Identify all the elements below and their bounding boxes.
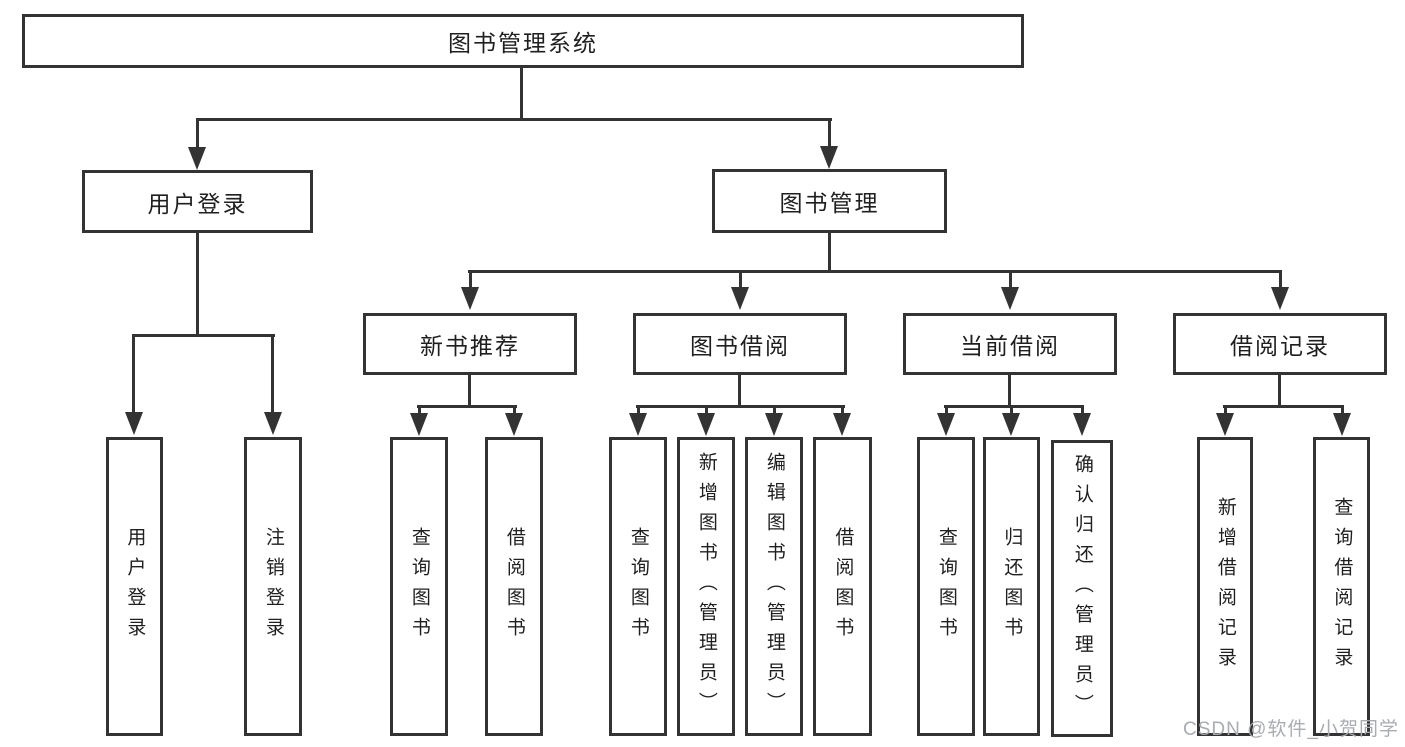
connector-line: [1009, 270, 1012, 288]
leaf-query-borrow-record: 查询借阅记录: [1313, 437, 1370, 736]
arrowhead-down: [188, 147, 206, 170]
arrowhead-down: [629, 413, 647, 436]
node-book-borrow: 图书借阅: [633, 313, 847, 375]
arrowhead-down: [1001, 287, 1019, 310]
connector-line: [945, 405, 948, 415]
connector-line: [196, 118, 199, 150]
connector-line: [468, 375, 471, 408]
leaf-borrow-books-recommend: 借阅图书: [485, 437, 543, 736]
connector-line: [1224, 405, 1227, 415]
arrowhead-down: [1271, 287, 1289, 310]
arrowhead-down: [1333, 413, 1351, 436]
connector-line: [417, 405, 517, 408]
connector-line: [738, 375, 741, 408]
leaf-query-books-borrow: 查询图书: [609, 437, 667, 736]
connector-line: [636, 405, 845, 408]
connector-line: [841, 405, 844, 415]
node-book-management: 图书管理: [712, 169, 947, 233]
arrowhead-down: [765, 413, 783, 436]
arrowhead-down: [410, 413, 428, 436]
connector-line: [705, 405, 708, 415]
node-borrow-records: 借阅记录: [1173, 313, 1387, 375]
leaf-add-borrow-record: 新增借阅记录: [1197, 437, 1253, 736]
connector-line: [1223, 405, 1344, 408]
connector-line: [739, 270, 742, 288]
connector-line: [637, 405, 640, 415]
connector-line: [1081, 405, 1084, 415]
connector-line: [520, 68, 523, 120]
connector-line: [132, 334, 135, 414]
connector-line: [1010, 405, 1013, 415]
connector-line: [773, 405, 776, 415]
connector-line: [944, 405, 1084, 408]
leaf-query-books-current: 查询图书: [917, 437, 975, 736]
connector-line: [196, 118, 832, 121]
connector-line: [469, 270, 472, 288]
node-library-system: 图书管理系统: [22, 14, 1024, 68]
arrowhead-down: [505, 413, 523, 436]
arrowhead-down: [461, 287, 479, 310]
arrowhead-down: [1216, 413, 1234, 436]
connector-line: [1008, 375, 1011, 408]
connector-line: [828, 233, 831, 272]
arrowhead-down: [731, 287, 749, 310]
arrowhead-down: [833, 413, 851, 436]
leaf-query-books-recommend: 查询图书: [390, 437, 448, 736]
connector-line: [196, 233, 199, 337]
connector-line: [513, 405, 516, 415]
arrowhead-down: [937, 413, 955, 436]
node-user-login: 用户登录: [82, 170, 313, 233]
connector-line: [271, 334, 274, 414]
leaf-add-book-admin: 新增图书（管理员）: [677, 437, 735, 736]
leaf-user-login: 用户登录: [106, 437, 163, 736]
connector-line: [1278, 375, 1281, 408]
connector-line: [132, 334, 275, 337]
arrowhead-down: [125, 412, 143, 435]
connector-line: [468, 270, 1282, 273]
arrowhead-down: [697, 413, 715, 436]
arrowhead-down: [264, 412, 282, 435]
connector-line: [828, 118, 831, 148]
connector-line: [1341, 405, 1344, 415]
leaf-logout: 注销登录: [244, 437, 302, 736]
arrowhead-down: [1002, 413, 1020, 436]
arrowhead-down: [820, 146, 838, 169]
node-current-borrow: 当前借阅: [903, 313, 1117, 375]
leaf-return-books: 归还图书: [983, 437, 1040, 736]
leaf-edit-book-admin: 编辑图书（管理员）: [745, 437, 803, 736]
connector-line: [418, 405, 421, 415]
leaf-confirm-return-admin: 确认归还（管理员）: [1051, 440, 1113, 737]
leaf-borrow-books: 借阅图书: [813, 437, 872, 736]
connector-line: [1279, 270, 1282, 288]
arrowhead-down: [1073, 413, 1091, 436]
watermark: CSDN @软件_小贺同学: [1183, 719, 1399, 740]
node-new-book-recommend: 新书推荐: [363, 313, 577, 375]
